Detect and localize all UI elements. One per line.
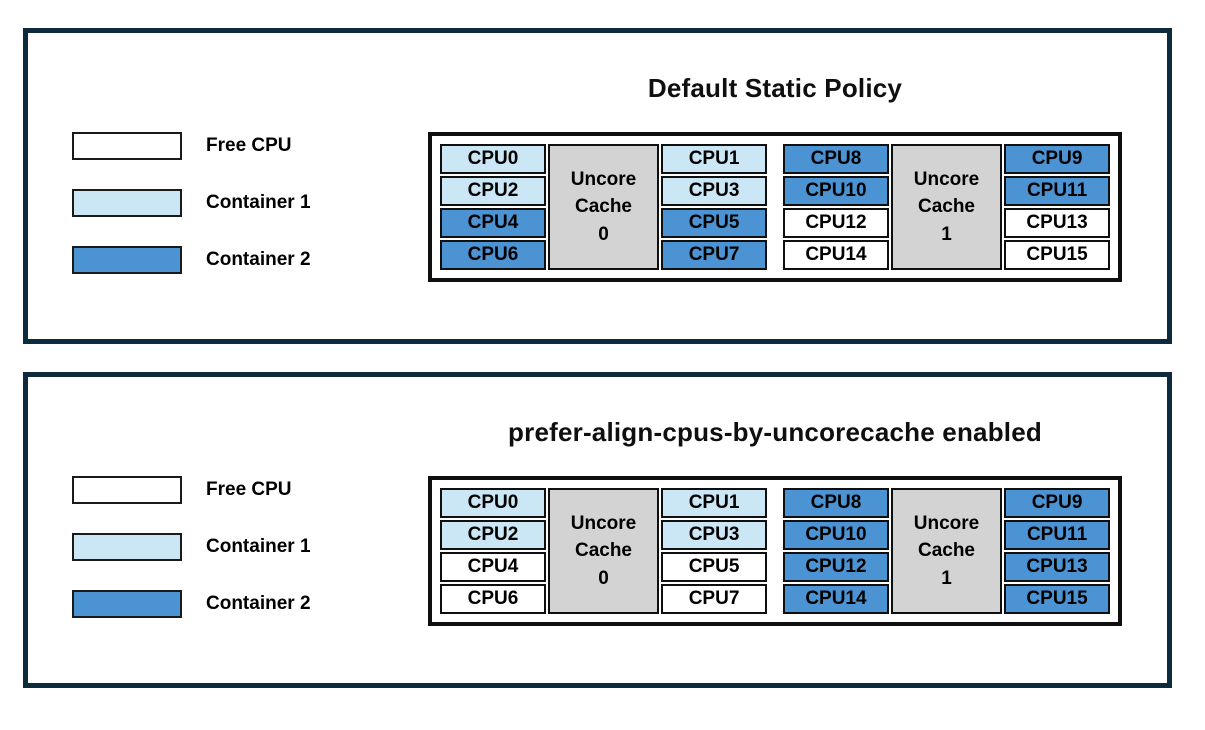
cpu-cell-cpu13: CPU13 — [1004, 552, 1110, 582]
cpu-cell-cpu0: CPU0 — [440, 488, 546, 518]
cpu-cell-cpu9: CPU9 — [1004, 144, 1110, 174]
uncore-cache-label-line: Cache — [917, 540, 975, 562]
cpu-cell-cpu13: CPU13 — [1004, 208, 1110, 238]
cpu-cell-cpu1: CPU1 — [661, 144, 767, 174]
uncore-cache-label-line: 0 — [598, 223, 609, 245]
legend-label-container-2: Container 2 — [206, 249, 311, 270]
cpu-cell-cpu10: CPU10 — [783, 176, 889, 206]
uncore-cache-label-line: Cache — [574, 196, 632, 218]
cpu-cell-cpu15: CPU15 — [1004, 240, 1110, 270]
cpu-cell-cpu5: CPU5 — [661, 208, 767, 238]
legend-swatch-container-2 — [72, 590, 182, 618]
cpu-cell-cpu7: CPU7 — [661, 240, 767, 270]
cpu-cell-cpu14: CPU14 — [783, 240, 889, 270]
legend-swatch-free-cpu — [72, 132, 182, 160]
legend-label-container-1: Container 1 — [206, 192, 311, 213]
panel-default-static-policy: Default Static Policy Free CPU Container… — [23, 28, 1172, 344]
cpu-cell-cpu3: CPU3 — [661, 176, 767, 206]
legend-label-container-1: Container 1 — [206, 536, 311, 557]
cpu-cell-cpu14: CPU14 — [783, 584, 889, 614]
cpu-cell-cpu0: CPU0 — [440, 144, 546, 174]
cpu-cell-cpu6: CPU6 — [440, 584, 546, 614]
legend-swatch-free-cpu — [72, 476, 182, 504]
legend-label-container-2: Container 2 — [206, 593, 311, 614]
uncore-cache-label-line: 1 — [941, 223, 952, 245]
uncore-cache-label-line: Cache — [917, 196, 975, 218]
cpu-cell-cpu12: CPU12 — [783, 552, 889, 582]
legend-label-free-cpu: Free CPU — [206, 479, 292, 500]
cpu-cell-cpu3: CPU3 — [661, 520, 767, 550]
panel-title: Default Static Policy — [647, 73, 903, 103]
uncore-cache-label-line: Uncore — [913, 168, 980, 190]
cpu-cell-cpu2: CPU2 — [440, 520, 546, 550]
legend-swatch-container-1 — [72, 189, 182, 217]
cpu-cell-cpu5: CPU5 — [661, 552, 767, 582]
legend-item-container-1: Container 1 — [72, 189, 311, 217]
cpu-cell-cpu11: CPU11 — [1004, 176, 1110, 206]
cpu-cell-cpu4: CPU4 — [440, 552, 546, 582]
cpu-cell-cpu11: CPU11 — [1004, 520, 1110, 550]
legend-item-container-2: Container 2 — [72, 590, 311, 618]
uncore-cache-label-line: Uncore — [570, 512, 637, 534]
cpu-cell-cpu4: CPU4 — [440, 208, 546, 238]
uncore-cache-label-line: 1 — [941, 567, 952, 589]
uncore-cache-label-line: Uncore — [570, 168, 637, 190]
uncore-cache-label-line: 0 — [598, 567, 609, 589]
legend-item-free-cpu: Free CPU — [72, 476, 292, 504]
cpu-cell-cpu2: CPU2 — [440, 176, 546, 206]
cpu-cell-cpu9: CPU9 — [1004, 488, 1110, 518]
cpu-cell-cpu1: CPU1 — [661, 488, 767, 518]
legend-item-free-cpu: Free CPU — [72, 132, 292, 160]
cpu-cell-cpu8: CPU8 — [783, 488, 889, 518]
uncore-cache-label-line: Cache — [574, 540, 632, 562]
legend-label-free-cpu: Free CPU — [206, 135, 292, 156]
cpu-cell-cpu6: CPU6 — [440, 240, 546, 270]
uncore-cache-label-line: Uncore — [913, 512, 980, 534]
legend-swatch-container-2 — [72, 246, 182, 274]
cpu-cell-cpu7: CPU7 — [661, 584, 767, 614]
cpu-cell-cpu12: CPU12 — [783, 208, 889, 238]
panel-title: prefer-align-cpus-by-uncorecache enabled — [508, 417, 1042, 447]
panel-uncorecache-enabled: prefer-align-cpus-by-uncorecache enabled… — [23, 372, 1172, 688]
legend-swatch-container-1 — [72, 533, 182, 561]
legend-item-container-1: Container 1 — [72, 533, 311, 561]
cpu-cell-cpu10: CPU10 — [783, 520, 889, 550]
cpu-cell-cpu8: CPU8 — [783, 144, 889, 174]
cpu-cell-cpu15: CPU15 — [1004, 584, 1110, 614]
legend-item-container-2: Container 2 — [72, 246, 311, 274]
